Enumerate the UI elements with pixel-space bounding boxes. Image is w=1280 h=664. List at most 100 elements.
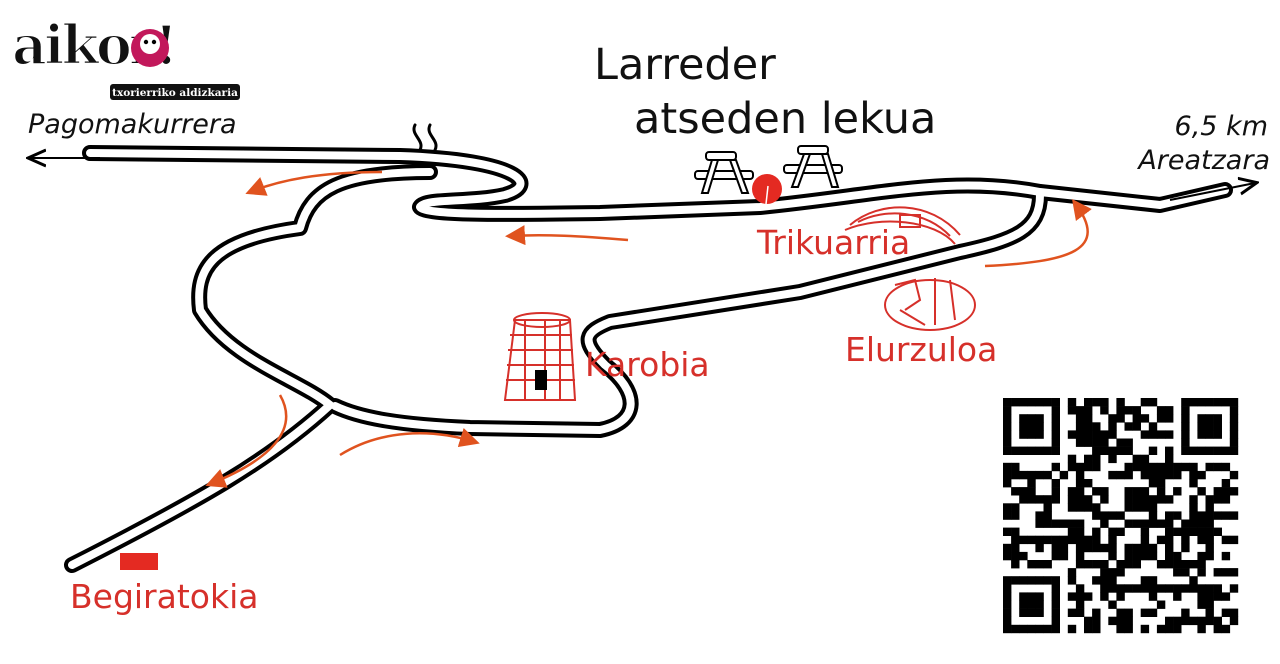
qr-module bbox=[1189, 576, 1198, 585]
qr-module bbox=[1181, 616, 1190, 626]
qr-module bbox=[1189, 527, 1198, 536]
qr-module bbox=[1213, 414, 1222, 423]
qr-module bbox=[1197, 430, 1206, 439]
qr-module bbox=[1221, 608, 1231, 617]
flow-arrow bbox=[339, 427, 480, 457]
qr-module bbox=[1051, 479, 1060, 488]
qr-module bbox=[1051, 438, 1060, 447]
qr-module bbox=[1148, 511, 1158, 520]
qr-module bbox=[1148, 479, 1158, 488]
qr-module bbox=[1221, 495, 1231, 504]
qr-module bbox=[1075, 535, 1085, 545]
qr-module bbox=[1043, 535, 1052, 545]
qr-module bbox=[1084, 503, 1093, 512]
qr-module bbox=[1156, 462, 1166, 472]
qr-module bbox=[1213, 422, 1222, 431]
qr-module bbox=[1205, 422, 1214, 431]
qr-module bbox=[1051, 624, 1060, 634]
qr-module bbox=[1003, 398, 1012, 407]
qr-module bbox=[1067, 503, 1077, 512]
qr-module bbox=[1100, 568, 1109, 577]
qr-module bbox=[1124, 624, 1133, 634]
qr-module bbox=[1205, 414, 1214, 423]
qr-module bbox=[1003, 624, 1012, 634]
qr-module bbox=[1124, 438, 1133, 447]
qr-module bbox=[1027, 414, 1036, 423]
qr-module bbox=[1205, 616, 1214, 626]
qr-module bbox=[1019, 600, 1028, 609]
qr-module bbox=[1003, 551, 1012, 561]
qr-module bbox=[1051, 446, 1060, 455]
qr-module bbox=[1213, 624, 1222, 634]
qr-module bbox=[1189, 495, 1198, 504]
qr-module bbox=[1140, 462, 1150, 472]
qr-module bbox=[1059, 551, 1069, 561]
qr-module bbox=[1165, 543, 1174, 553]
qr-module bbox=[1132, 519, 1141, 528]
qr-module bbox=[1148, 462, 1158, 472]
qr-module bbox=[1116, 511, 1125, 520]
qr-module bbox=[1003, 608, 1012, 617]
qr-module bbox=[1051, 462, 1060, 472]
qr-module bbox=[1100, 511, 1109, 520]
qr-module bbox=[1165, 511, 1174, 520]
qr-module bbox=[1067, 608, 1077, 617]
dolmen-icon bbox=[844, 206, 961, 245]
qr-module bbox=[1205, 600, 1214, 609]
qr-module bbox=[1197, 600, 1206, 609]
qr-module bbox=[1156, 487, 1166, 496]
qr-module bbox=[1067, 430, 1077, 439]
qr-module bbox=[1213, 430, 1222, 439]
qr-module bbox=[1173, 560, 1182, 569]
qr-module bbox=[1221, 624, 1231, 634]
logo-tagline: txorierriko aldizkaria bbox=[112, 87, 238, 99]
qr-module bbox=[1140, 608, 1150, 617]
qr-module bbox=[1059, 470, 1069, 480]
qr-module bbox=[1027, 470, 1036, 480]
qr-module bbox=[1067, 624, 1077, 634]
qr-module bbox=[1156, 600, 1166, 609]
qr-module bbox=[1019, 470, 1028, 480]
qr-module bbox=[1124, 616, 1133, 626]
qr-module bbox=[1229, 511, 1239, 520]
qr-module bbox=[1124, 551, 1133, 561]
qr-module bbox=[1035, 576, 1044, 585]
qr-module bbox=[1075, 551, 1085, 561]
qr-module bbox=[1148, 495, 1158, 504]
qr-module bbox=[1059, 543, 1069, 553]
qr-module bbox=[1019, 624, 1028, 634]
qr-module bbox=[1189, 462, 1198, 472]
qr-module bbox=[1132, 503, 1141, 512]
qr-module bbox=[1229, 608, 1239, 617]
qr-module bbox=[1197, 446, 1206, 455]
qr-module bbox=[1165, 454, 1174, 464]
qr-module bbox=[1075, 608, 1085, 617]
qr-module bbox=[1156, 430, 1166, 439]
qr-module bbox=[1156, 535, 1166, 545]
qr-module bbox=[1205, 543, 1214, 553]
qr-module bbox=[1156, 470, 1166, 480]
qr-module bbox=[1035, 446, 1044, 455]
qr-module bbox=[1197, 398, 1206, 407]
qr-module bbox=[1205, 527, 1214, 536]
qr-module bbox=[1116, 560, 1125, 569]
destination-east-label: Areatzara bbox=[1138, 145, 1270, 176]
qr-module bbox=[1221, 462, 1231, 472]
qr-module bbox=[1100, 398, 1109, 407]
qr-module bbox=[1011, 535, 1020, 545]
qr-module bbox=[1011, 576, 1020, 585]
qr-module bbox=[1205, 430, 1214, 439]
qr-module bbox=[1116, 568, 1125, 577]
qr-module bbox=[1075, 543, 1085, 553]
qr-module bbox=[1181, 519, 1190, 528]
qr-module bbox=[1075, 438, 1085, 447]
qr-module bbox=[1043, 624, 1052, 634]
qr-module bbox=[1019, 535, 1028, 545]
qr-module bbox=[1197, 470, 1206, 480]
qr-module bbox=[1019, 430, 1028, 439]
qr-module bbox=[1108, 430, 1117, 439]
qr-module bbox=[1092, 398, 1101, 407]
qr-module bbox=[1108, 454, 1117, 464]
qr-module bbox=[1075, 422, 1085, 431]
